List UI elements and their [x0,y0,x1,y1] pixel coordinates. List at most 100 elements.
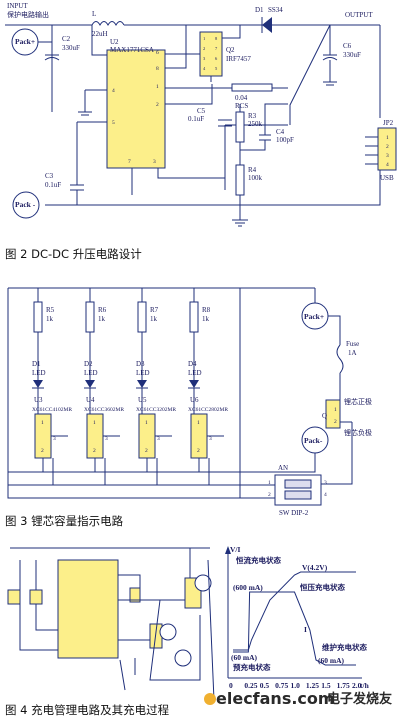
c-block [129,587,141,603]
resistor-ref: R5 [46,306,55,314]
jp2-connector [377,127,397,171]
fig2-input: INPUT [7,2,28,10]
x-tick-label: 0.25 [244,681,257,690]
ground-symbol [232,219,248,227]
fig2-c5-val: 0.1uF [188,115,204,123]
x-tick-label: 1.75 [337,681,350,690]
fig2-pack-plus: Pack+ [15,37,35,46]
inductor-l-symbol [91,21,125,27]
c2-symbol [44,57,60,61]
u2-pin-7: 7 [128,159,131,165]
ic-pin: 3 [53,436,56,442]
fig2-rcs-val: 0.04 [235,94,248,102]
led1-block [7,589,21,605]
fig3-fuse: Fuse [346,340,359,348]
ic-val: XC61CC3602MR [84,407,124,413]
resistor-ref: R7 [150,306,159,314]
ic-pin: 2 [93,448,96,454]
fig3-pack-plus: Pack+ [304,312,324,321]
ic-pin: 3 [209,436,212,442]
watermark-logo: elecfans.com 电子发烧友 [204,689,392,708]
pack-small [174,649,192,667]
fig2-c3: C3 [45,172,54,180]
current-curve [233,591,356,666]
x-tick-label: 0 [229,681,233,690]
fig2-q2-val: IRF7457 [226,55,251,63]
fig2-r4: R4 [248,166,257,174]
indicator-resistor [137,301,147,333]
fig3-switch: SW DIP-2 [279,509,309,517]
led-val: LED [84,369,98,377]
figure3-indicator-circuit: R51kD1LEDU3XC61CC4102MR123R61kD2LEDU4XC6… [5,287,372,528]
led-symbol [85,380,95,388]
fig2-r3-val: 250k [248,120,263,128]
x-tick-label: 0.5 [260,681,270,690]
ic-val: XC61CC4102MR [32,407,72,413]
fig2-usb: USB [380,174,394,182]
sw-pin-1: 1 [268,480,271,486]
chart-v-label: V(4.2V) [302,563,328,572]
chart-i-60a: (60 mA) [231,653,258,662]
indicator-resistor [189,301,199,333]
charger-ic [57,559,119,659]
fig2-c4-val: 100pF [276,136,294,144]
fig2-r3: R3 [248,112,257,120]
jp2-pin-4: 4 [386,162,389,168]
fig2-u2: U2 [110,38,119,46]
led-ref: D4 [188,360,197,368]
fig2-q2: Q2 [226,46,235,54]
chart-maint-label: 维护充电状态 [322,642,367,652]
fig3-pack-minus: Pack- [304,436,323,445]
ic-ref: U6 [190,396,199,404]
ic-pin: 1 [145,420,148,426]
led-symbol [189,380,199,388]
fig2-c2-val: 330uF [62,44,80,52]
ic-ref: U4 [86,396,95,404]
charge-schematic [7,547,215,701]
pack-minus-small [159,623,177,641]
u2-pin-6: 6 [156,50,159,56]
q2-pin-5: 5 [215,66,218,71]
ground-symbol [78,111,92,116]
fig4-caption: 图 4 充电管理电路及其充电过程 [5,703,170,717]
ic-ref: U3 [34,396,43,404]
u2-chip [106,49,166,169]
fig2-input-sub: 保护电路输出 [7,10,49,19]
fig2-c3-val: 0.1uF [45,181,61,189]
ic-ref: U5 [138,396,147,404]
fig2-inductor: L [92,10,96,18]
led-ref: D2 [84,360,93,368]
ground-symbol [323,81,337,86]
resistor-ref: R6 [98,306,107,314]
figure2-boost-circuit: Pack+ C2 330uF INPUT 保护电路输出 L 22uH D1 SS… [5,2,397,261]
jp2-pin-2: 2 [386,144,389,150]
fig2-c2: C2 [62,35,71,43]
x-tick-label: 0.75 [275,681,288,690]
watermark-brand-cn: 电子发烧友 [327,691,392,707]
led-val: LED [188,369,202,377]
dip-lever-2 [284,490,312,500]
sw-pin-3: 3 [324,480,327,486]
resistor-val: 1k [150,315,158,323]
u2-pin-8: 8 [156,66,159,72]
ic-pin: 2 [145,448,148,454]
led2-block [29,589,43,605]
jp2-pin-3: 3 [386,153,389,159]
q2-pin-7: 7 [215,46,218,51]
chart-i-60b: (60 mA) [318,656,345,665]
sw-pin-4: 4 [324,492,327,498]
resistor-val: 1k [98,315,106,323]
pack-minus-terminal [12,191,40,219]
fig3-conn: Q [322,412,327,420]
indicator-resistor [85,301,95,333]
fig2-r4-val: 100k [248,174,263,182]
fig2-pack-minus: Pack - [15,200,36,209]
watermark-brand: elecfans.com [216,689,335,708]
u2-pin-5: 5 [112,120,115,126]
